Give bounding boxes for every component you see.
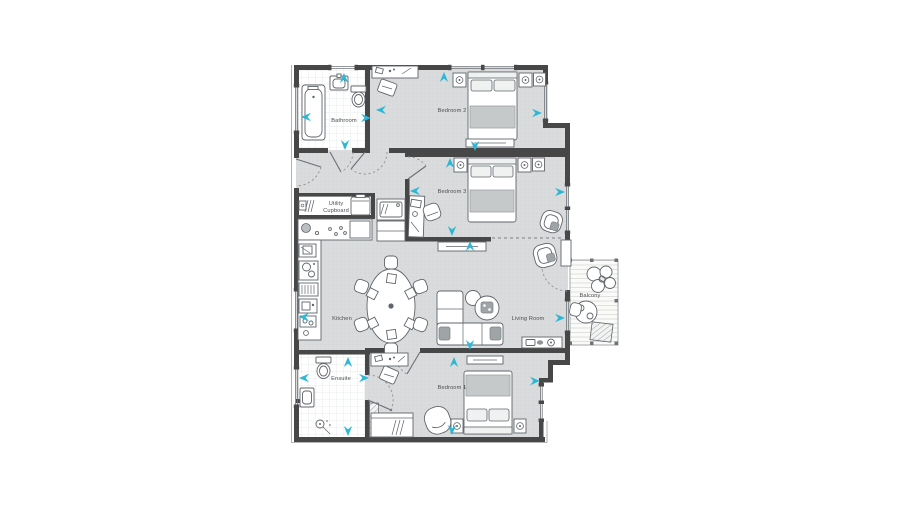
- cutting-board: [349, 220, 371, 239]
- toilet: [350, 85, 367, 108]
- wardrobe: [370, 412, 414, 438]
- hall-cabinet: [376, 198, 406, 242]
- window-top-bedroom2: [448, 64, 518, 71]
- bedroom2-radiator: [465, 138, 515, 148]
- label-bedroom1: Bedroom 1: [438, 385, 467, 391]
- window-right-living: [564, 298, 571, 334]
- window-right-bedroom1: [538, 383, 544, 422]
- utility-fixtures: [298, 194, 371, 216]
- bedroom1-desk: [370, 352, 409, 385]
- label-kitchen: Kitchen: [332, 316, 352, 322]
- balcony-plant: [586, 265, 616, 293]
- bedroom1-furniture: [370, 352, 527, 438]
- label-utility-2: Cupboard: [323, 208, 349, 214]
- corner-sofa: [436, 290, 504, 346]
- label-utility-1: Utility: [329, 201, 344, 207]
- ensuite-door: [367, 374, 394, 412]
- bedroom3-armchair: [539, 210, 563, 234]
- hob: [298, 298, 318, 314]
- window-top-bathroom: [328, 64, 358, 71]
- tv-console: [521, 336, 563, 349]
- ensuite-fixtures: [299, 356, 332, 435]
- bedroom1-radiator: [466, 355, 504, 365]
- window-left-kitchen: [293, 288, 300, 332]
- fruit-bowl: [301, 223, 347, 236]
- utility-shelves: [298, 199, 315, 213]
- bedroom3-door: [407, 156, 427, 180]
- entry-door: [295, 158, 322, 187]
- living-room-furniture: [376, 198, 563, 349]
- bedroom2-bed: [467, 71, 518, 141]
- bedroom1-round-chair: [423, 405, 452, 435]
- bedroom2-desk: [371, 65, 419, 97]
- balcony-door: [541, 239, 572, 292]
- kitchen-fixtures: [297, 218, 429, 357]
- window-left-ensuite: [293, 366, 300, 408]
- coffee-table: [465, 290, 500, 321]
- bathroom-fixtures: [301, 73, 367, 141]
- bedroom3-furniture: [407, 157, 563, 252]
- building-outline: [291, 65, 548, 443]
- room-labels: Bathroom Bedroom 2 Bedroom 3 Utility Cup…: [323, 108, 600, 391]
- bathtub: [301, 84, 326, 141]
- coffee-tray: [299, 315, 317, 336]
- kitchen-sink: [298, 260, 319, 281]
- balcony-table: [569, 300, 598, 324]
- bedroom2-door: [350, 151, 388, 175]
- bedroom3-desk: [407, 195, 426, 238]
- bedroom1-bedside-tables: [450, 418, 527, 434]
- bathroom-door: [329, 151, 354, 173]
- label-ensuite: Ensuite: [331, 376, 351, 382]
- ensuite-toilet: [315, 356, 332, 379]
- hall-radiator: [437, 241, 487, 252]
- bedroom2-furniture: [371, 65, 546, 148]
- shower-head: [315, 419, 331, 435]
- living-armchair: [532, 242, 558, 269]
- label-balcony: Balcony: [580, 293, 601, 299]
- washing-machine: [350, 194, 371, 216]
- balcony-furniture: [569, 265, 616, 343]
- drying-rack: [298, 282, 319, 297]
- bedroom3-bedside-tables: [453, 157, 545, 173]
- window-right-bedroom3: [564, 183, 571, 234]
- bedroom2-bedside-tables: [452, 72, 546, 88]
- bedroom3-desk-chair: [422, 202, 442, 222]
- ensuite-sink: [299, 387, 315, 408]
- label-living-room: Living Room: [512, 316, 545, 322]
- oven: [298, 243, 317, 258]
- label-bathroom: Bathroom: [331, 118, 357, 124]
- label-bedroom3: Bedroom 3: [438, 189, 467, 195]
- label-bedroom2: Bedroom 2: [438, 108, 467, 114]
- windows: [293, 64, 571, 422]
- balcony-mat: [589, 321, 614, 343]
- bedroom3-bed: [467, 157, 517, 223]
- window-left-bathroom: [293, 84, 300, 134]
- bedroom1-bed: [463, 370, 513, 435]
